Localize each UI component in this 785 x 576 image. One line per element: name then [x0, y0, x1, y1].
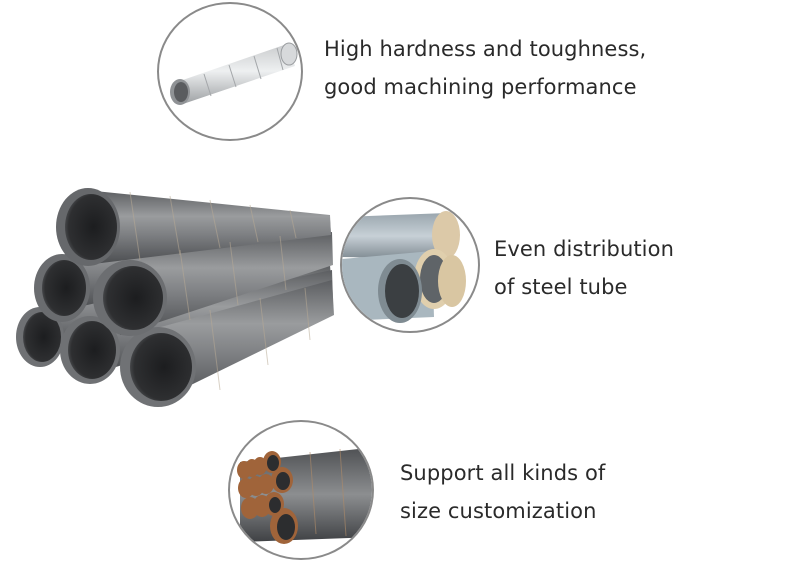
feature-image-pipe-stack	[228, 420, 374, 560]
feature-image-single-pipe	[157, 2, 303, 141]
single-pipe-icon	[170, 42, 298, 105]
feature-text-distribution: Even distribution of steel tube	[494, 230, 674, 306]
feature-image-pipe-ends	[340, 197, 480, 333]
feature-line: of steel tube	[494, 275, 628, 299]
feature-line: High hardness and toughness,	[324, 37, 647, 61]
feature-text-hardness: High hardness and toughness, good machin…	[324, 30, 646, 106]
pipe-stack-icon	[237, 447, 372, 544]
feature-line: Support all kinds of	[400, 461, 606, 485]
feature-line: good machining performance	[324, 75, 637, 99]
steel-pipe-stack-image	[16, 188, 334, 407]
feature-text-customization: Support all kinds of size customization	[400, 454, 605, 530]
feature-line: Even distribution	[494, 237, 674, 261]
feature-line: size customization	[400, 499, 597, 523]
pipe-ends-icon	[342, 211, 466, 323]
